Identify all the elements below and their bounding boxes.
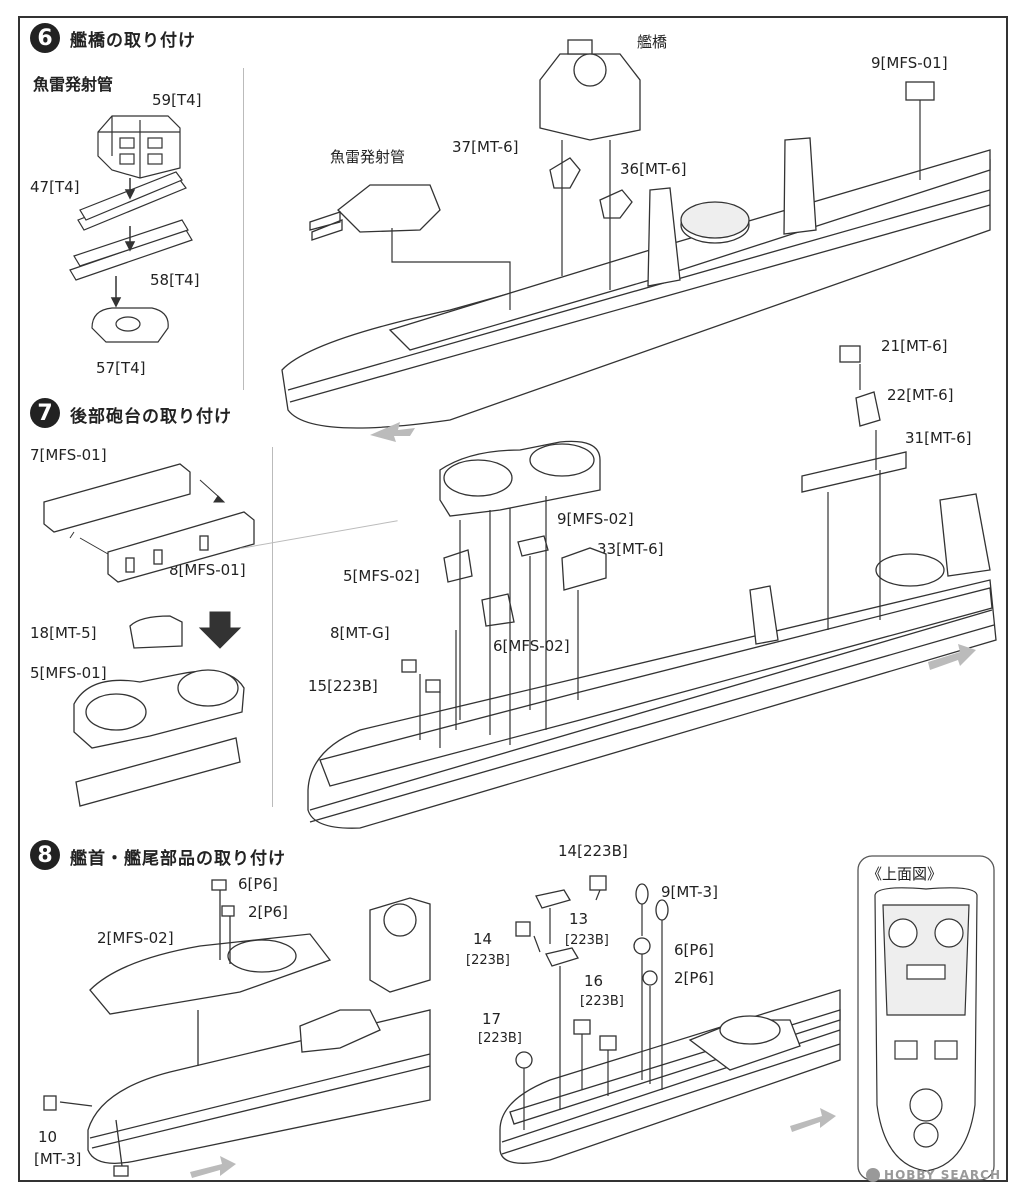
label-31-mt6: 31[MT-6] xyxy=(905,429,972,447)
label-torpedo-main: 魚雷発射管 xyxy=(330,148,406,166)
label-21-mt6: 21[MT-6] xyxy=(881,337,948,355)
label-22-mt6: 22[MT-6] xyxy=(887,386,954,404)
label-16-code: [223B] xyxy=(580,994,624,1009)
top-view-label: 《上面図》 xyxy=(867,865,943,883)
label-5-mfs02: 5[MFS-02] xyxy=(343,567,420,585)
label-17-code: [223B] xyxy=(478,1031,522,1046)
torpedo-subtitle: 魚雷発射管 xyxy=(33,75,114,94)
step-7-title: 後部砲台の取り付け xyxy=(70,407,232,427)
step-7-badge: 7 xyxy=(30,398,60,428)
label-2-p6-right: 2[P6] xyxy=(674,969,714,987)
ship-drawing-step7 xyxy=(307,345,997,829)
label-13-code: [223B] xyxy=(565,933,609,948)
label-14-code: [223B] xyxy=(466,953,510,968)
label-9-mfs02: 9[MFS-02] xyxy=(557,510,634,528)
label-5-mfs01: 5[MFS-01] xyxy=(30,664,107,682)
instruction-frame xyxy=(18,16,1008,1182)
ship-drawing-step6 xyxy=(281,39,991,442)
label-36-mt6: 36[MT-6] xyxy=(620,160,687,178)
label-6-mfs02: 6[MFS-02] xyxy=(493,637,570,655)
watermark: HOBBY SEARCH xyxy=(866,1167,1001,1182)
ship-drawing-step8-left xyxy=(43,879,431,1178)
step-8-badge: 8 xyxy=(30,840,60,870)
label-17-num: 17 xyxy=(482,1010,502,1028)
label-2-mfs02: 2[MFS-02] xyxy=(97,929,174,947)
step-6-divider xyxy=(243,68,244,390)
hobby-search-logo-icon xyxy=(866,1168,881,1182)
step-6-title: 艦橋の取り付け xyxy=(70,31,196,51)
label-6-p6-right: 6[P6] xyxy=(674,941,714,959)
label-bridge: 艦橋 xyxy=(637,33,668,51)
label-13-num: 13 xyxy=(569,910,589,928)
ship-drawing-step8-right xyxy=(499,875,841,1164)
step-6-badge: 6 xyxy=(30,23,60,53)
label-8-mtg: 8[MT-G] xyxy=(330,624,390,642)
label-47-t4: 47[T4] xyxy=(30,178,80,196)
label-10: 10 xyxy=(38,1128,58,1146)
label-59-t4: 59[T4] xyxy=(152,91,202,109)
label-14-223b-top: 14[223B] xyxy=(558,842,628,860)
step-8-title: 艦首・艦尾部品の取り付け xyxy=(70,849,286,869)
label-2-p6-left: 2[P6] xyxy=(248,903,288,921)
label-58-t4: 58[T4] xyxy=(150,271,200,289)
watermark-text: HOBBY SEARCH xyxy=(884,1167,1001,1182)
label-9-mt3: 9[MT-3] xyxy=(661,883,718,901)
label-15-223b: 15[223B] xyxy=(308,677,378,695)
label-8-mfs01: 8[MFS-01] xyxy=(169,561,246,579)
label-57-t4: 57[T4] xyxy=(96,359,146,377)
top-view-frame xyxy=(857,855,995,1181)
label-7-mfs01: 7[MFS-01] xyxy=(30,446,107,464)
torpedo-parts-drawing xyxy=(69,115,193,343)
label-18-mt5: 18[MT-5] xyxy=(30,624,97,642)
label-14-num: 14 xyxy=(473,930,493,948)
label-16-num: 16 xyxy=(584,972,604,990)
label-6-p6-left: 6[P6] xyxy=(238,875,278,893)
label-10-mt3: [MT-3] xyxy=(34,1150,82,1168)
step-7-divider xyxy=(272,447,273,807)
label-37-mt6: 37[MT-6] xyxy=(452,138,519,156)
label-33-mt6: 33[MT-6] xyxy=(597,540,664,558)
label-9-mfs01: 9[MFS-01] xyxy=(871,54,948,72)
aft-mount-parts-drawing xyxy=(43,463,255,807)
